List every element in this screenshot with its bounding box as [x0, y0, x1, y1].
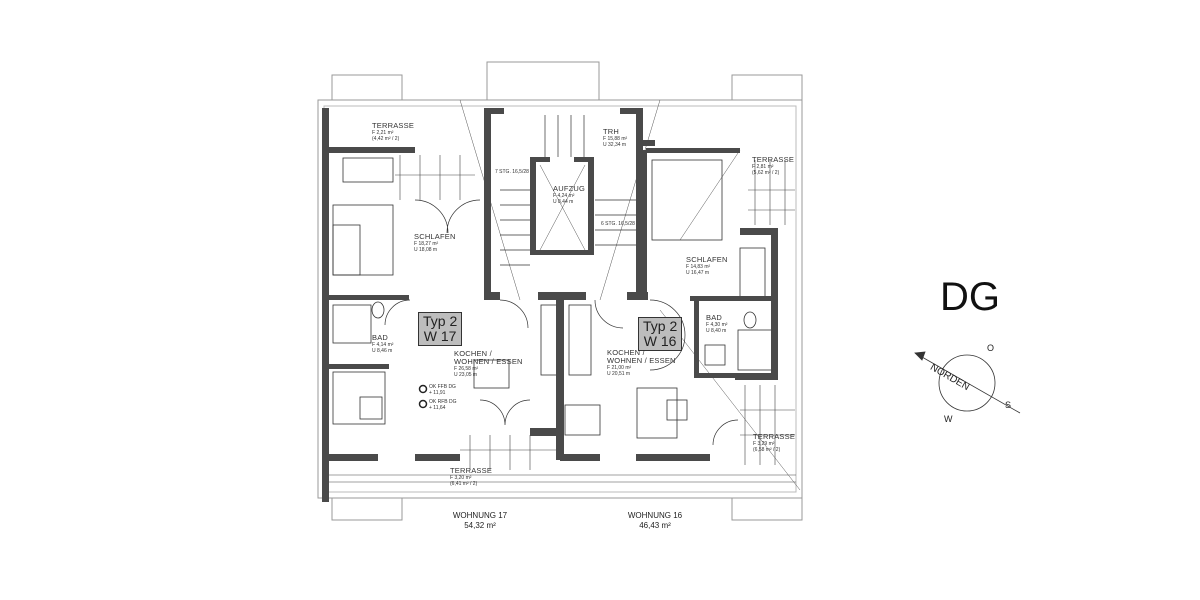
stairs-right-label: 6 STG. 16,5/28: [601, 221, 635, 227]
floor-label: DG: [940, 275, 1000, 319]
compass: [914, 351, 1021, 414]
compass-west-label: W: [944, 414, 953, 424]
roof-outline: [317, 61, 803, 521]
furniture: [332, 157, 777, 439]
compass-south-label: S: [1005, 400, 1012, 410]
terrace-tiles: [329, 155, 796, 483]
doors: [384, 199, 739, 446]
stairs: [500, 115, 636, 266]
stairs-left-label: 7 STG. 16,5/28: [495, 169, 529, 175]
walls: [322, 108, 778, 502]
compass-east-label: O: [987, 343, 995, 353]
level-ffb: OK FFB DG+ 11,91: [429, 384, 456, 396]
level-rfb: OK RFB DG+ 11,64: [429, 399, 457, 411]
level-markers: [418, 384, 428, 409]
